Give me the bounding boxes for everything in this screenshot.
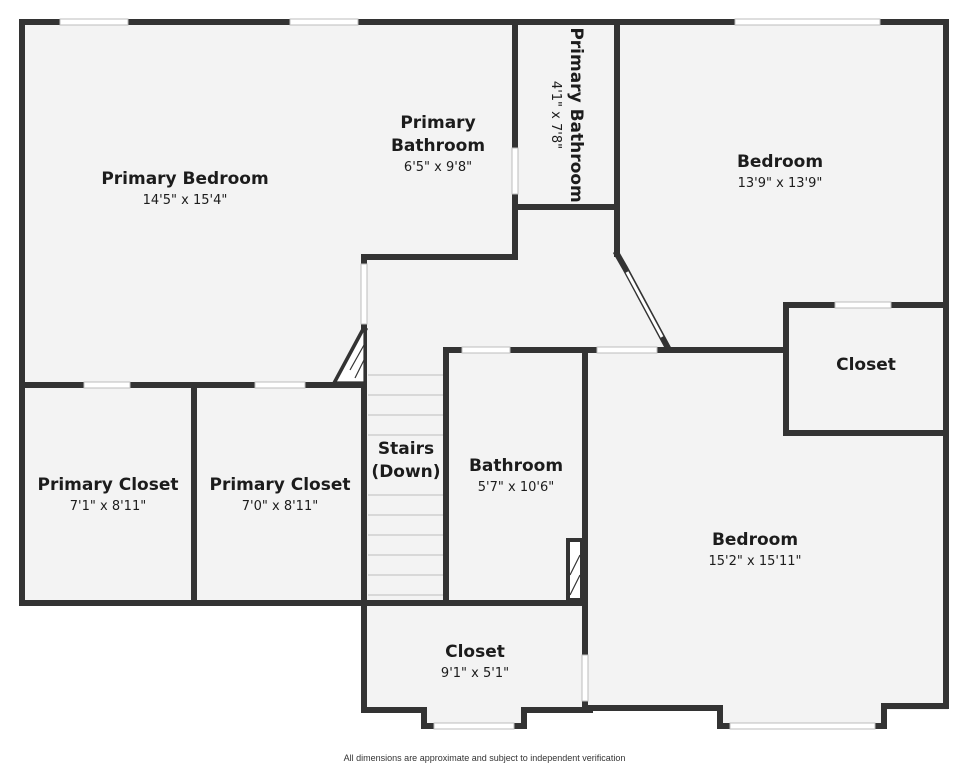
window-top-1	[59, 18, 129, 26]
exterior-cutouts	[0, 605, 364, 768]
dims-primary-bedroom: 14'5" x 15'4"	[143, 193, 228, 208]
doorway-bathroom	[461, 346, 511, 354]
label-closet-bottom: Closet	[445, 642, 505, 662]
dims-primary-closet-left: 7'1" x 8'11"	[70, 499, 146, 514]
doorway-closet-bottom	[581, 654, 589, 702]
hatched-features	[334, 329, 584, 602]
label-stairs-line2: (Down)	[371, 462, 440, 482]
landing-hatch	[334, 329, 365, 383]
dims-primary-closet-right: 7'0" x 8'11"	[242, 499, 318, 514]
window-bottom-2	[729, 722, 876, 730]
doorway-primary-bath	[511, 147, 519, 195]
label-bathroom: Bathroom	[469, 456, 563, 476]
label-primary-bathroom-line1: Primary	[400, 113, 475, 133]
label-primary-closet-left: Primary Closet	[38, 475, 179, 495]
label-primary-bathroom-small: Primary Bathroom	[566, 27, 586, 202]
label-primary-bathroom-line2: Bathroom	[391, 136, 485, 156]
dims-primary-bathroom: 6'5" x 9'8"	[404, 160, 472, 175]
openings	[59, 18, 892, 730]
floor-lower-left	[364, 600, 586, 710]
exterior-wall-bottom	[19, 600, 593, 729]
label-bedroom-upper: Bedroom	[737, 152, 823, 172]
stair-treads	[368, 374, 443, 596]
window-top-3	[734, 18, 881, 26]
label-primary-bedroom: Primary Bedroom	[101, 169, 268, 189]
doorway-hall-left	[360, 263, 368, 325]
floor-areas	[20, 20, 948, 729]
floor-main	[20, 20, 948, 605]
window-bottom-1	[433, 722, 515, 730]
bath-column-hatch	[566, 538, 584, 602]
exterior-bottom-left	[0, 605, 364, 768]
dims-bedroom-upper: 13'9" x 13'9"	[738, 176, 823, 191]
label-closet-right: Closet	[836, 355, 896, 375]
label-bedroom-lower: Bedroom	[712, 530, 798, 550]
dims-bathroom: 5'7" x 10'6"	[478, 480, 554, 495]
dims-bedroom-lower: 15'2" x 15'11"	[709, 554, 802, 569]
room-labels: Primary Bedroom 14'5" x 15'4" Primary Ba…	[38, 27, 896, 681]
window-top-2	[289, 18, 359, 26]
doorway-angled	[625, 271, 664, 338]
doorway-closet-2	[254, 381, 306, 389]
doorway-closet-right	[834, 301, 892, 309]
dims-primary-bathroom-small: 4'1" x 7'8"	[548, 81, 563, 149]
floor-lower-right	[586, 600, 948, 710]
doorway-closet-1	[83, 381, 131, 389]
dims-closet-bottom: 9'1" x 5'1"	[441, 666, 509, 681]
label-stairs-line1: Stairs	[378, 439, 434, 459]
landing-hatch-line	[349, 344, 365, 371]
disclaimer-text: All dimensions are approximate and subje…	[343, 753, 626, 763]
wall-closet-right	[783, 302, 949, 353]
label-primary-closet-right: Primary Closet	[210, 475, 351, 495]
bath-column-hatch-line	[569, 554, 581, 576]
doorway-bedroom-lower	[596, 346, 658, 354]
bath-column-hatch-line	[569, 574, 581, 596]
landing-hatch-line	[354, 359, 365, 379]
